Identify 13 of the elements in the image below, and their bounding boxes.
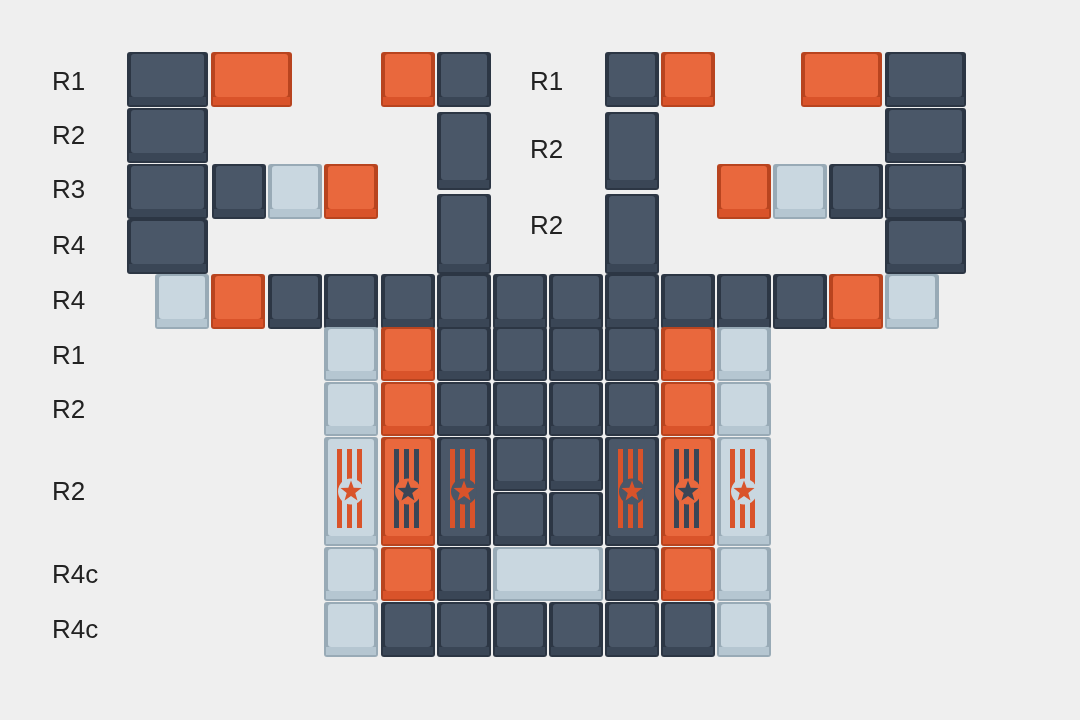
row-label: R3 [52,176,86,202]
row-label: R1 [530,68,564,94]
row-label: R4c [52,616,99,642]
row-label: R4 [52,287,86,313]
row-label: R4 [52,232,86,258]
row-label: R1 [52,342,86,368]
row-label: R1 [52,68,86,94]
row-label: R2 [52,478,86,504]
row-label: R2 [52,396,86,422]
row-label: R2 [530,136,564,162]
row-label: R2 [52,122,86,148]
row-label: R4c [52,561,99,587]
row-label: R2 [530,212,564,238]
